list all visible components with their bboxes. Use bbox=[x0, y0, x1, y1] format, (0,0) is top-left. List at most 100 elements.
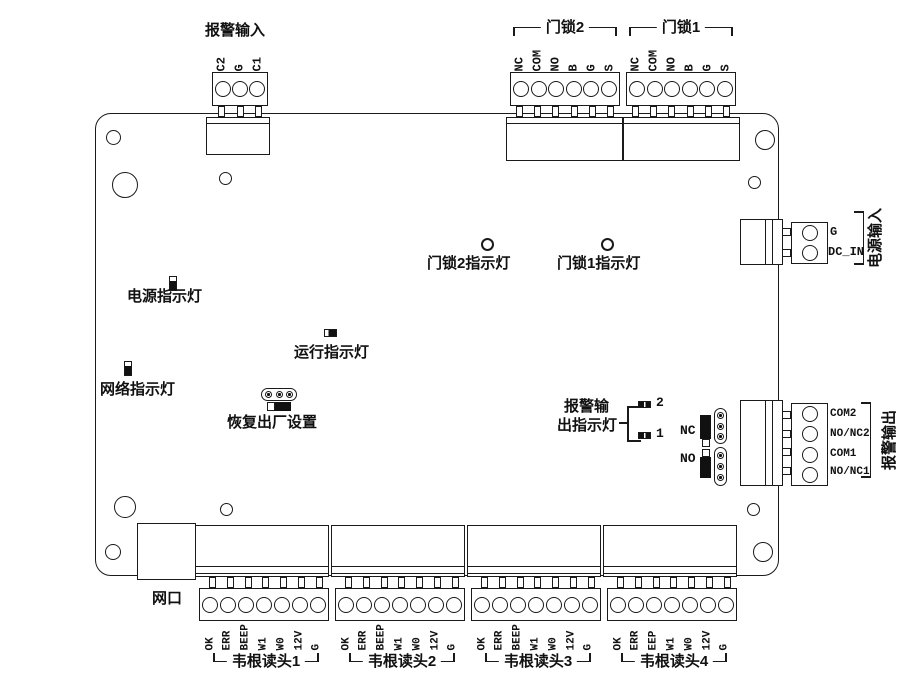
pin-label-no-nc1: NO/NC1 bbox=[830, 466, 870, 478]
door-lock-1-pins bbox=[627, 106, 735, 118]
jumper-cap-open bbox=[267, 402, 275, 411]
door-lock-2-led-label: 门锁2指示灯 bbox=[427, 255, 511, 272]
terminal-pin bbox=[782, 429, 791, 438]
terminal-hole bbox=[202, 596, 218, 613]
jumper-pin-dot bbox=[265, 391, 273, 398]
wiegand-1-label: 韦根读头1 bbox=[226, 653, 306, 671]
pin-label-nc: NC bbox=[628, 57, 643, 72]
terminal-hole bbox=[238, 596, 254, 613]
terminal-pin bbox=[380, 577, 388, 588]
terminal-pin bbox=[686, 106, 694, 117]
pin-label-ok: OK bbox=[340, 637, 353, 651]
terminal-hole bbox=[699, 81, 716, 97]
terminal-pin bbox=[588, 106, 596, 117]
terminal-hole bbox=[610, 596, 626, 613]
terminal-hole bbox=[492, 596, 508, 613]
terminal-hole bbox=[700, 596, 716, 613]
terminal-hole bbox=[215, 81, 231, 97]
pin-label-no: NO bbox=[664, 57, 679, 72]
pin-label-w1: W1 bbox=[393, 637, 406, 651]
mounting-hole bbox=[114, 496, 136, 518]
terminal-pin bbox=[570, 577, 578, 588]
terminal-hole bbox=[718, 596, 734, 613]
terminal-hole bbox=[664, 596, 680, 613]
terminal-pin bbox=[704, 106, 712, 117]
network-port-label: 网口 bbox=[152, 590, 183, 607]
alarm-output-led-1 bbox=[638, 432, 651, 439]
mounting-hole bbox=[747, 503, 760, 516]
terminal-hole bbox=[600, 81, 617, 97]
pin-label-w1: W1 bbox=[529, 637, 542, 651]
jumper-cap-closed bbox=[700, 415, 711, 439]
terminal-hole bbox=[629, 81, 645, 97]
mounting-hole bbox=[219, 172, 232, 185]
door-lock-1-bracket: 门锁1 bbox=[629, 19, 733, 37]
terminal-hole bbox=[232, 81, 248, 97]
terminal-hole bbox=[310, 596, 326, 613]
door-lock-1-led bbox=[601, 238, 614, 251]
terminal-pin bbox=[534, 106, 542, 117]
pin-label-c1: C1 bbox=[250, 57, 265, 72]
terminal-hole bbox=[646, 81, 663, 97]
terminal-pin bbox=[226, 577, 234, 588]
factory-reset-jumper-header bbox=[261, 388, 297, 401]
jumper-pin-dot bbox=[285, 391, 293, 398]
terminal-pin bbox=[345, 577, 352, 588]
pin-label-s: S bbox=[718, 64, 733, 72]
terminal-pin bbox=[606, 106, 614, 117]
alarm-output-label: 报警输出 bbox=[881, 410, 898, 471]
terminal-hole bbox=[392, 596, 408, 613]
door-lock-1-led-label: 门锁1指示灯 bbox=[557, 255, 641, 272]
alarm-input-pins bbox=[213, 106, 267, 118]
terminal-hole bbox=[256, 596, 272, 613]
terminal-hole bbox=[801, 245, 818, 261]
no-jumper-header bbox=[714, 447, 727, 486]
terminal-pin bbox=[498, 577, 506, 588]
jumper-pin-dot bbox=[717, 452, 724, 459]
terminal-pin bbox=[434, 577, 442, 588]
pin-label-beep: BEEP bbox=[511, 624, 524, 651]
jumper-pin-dot bbox=[717, 463, 724, 470]
indicator-bracket-line bbox=[627, 406, 629, 442]
door-lock-2-label: 门锁2 bbox=[540, 19, 590, 37]
pin-label-g: G bbox=[232, 64, 247, 72]
terminal-pin bbox=[650, 106, 658, 117]
alarm-input-terminal-block bbox=[212, 72, 268, 106]
jumper-pin-dot bbox=[717, 422, 724, 430]
alarm-input-connector-body bbox=[206, 117, 270, 155]
no-jumper-cap bbox=[700, 449, 711, 478]
wiegand-2-label: 韦根读头2 bbox=[362, 653, 442, 671]
terminal-hole bbox=[274, 596, 290, 613]
alarm-output-pins bbox=[782, 409, 791, 477]
alarm-output-led-1-label: 1 bbox=[656, 426, 664, 441]
terminal-hole bbox=[546, 596, 562, 613]
terminal-hole bbox=[628, 596, 644, 613]
pin-label-g: G bbox=[446, 643, 459, 651]
pin-label-com1: COM1 bbox=[830, 448, 857, 460]
terminal-hole bbox=[582, 596, 598, 613]
terminal-pin bbox=[688, 577, 696, 588]
wiegand-1-bracket: 韦根读头1 bbox=[213, 653, 319, 671]
pin-label-12v: 12V bbox=[565, 630, 578, 651]
pin-label-ok: OK bbox=[612, 637, 625, 651]
jumper-cap-open bbox=[701, 439, 710, 447]
wiegand-1-connector-body bbox=[195, 525, 329, 577]
terminal-pin bbox=[315, 577, 323, 588]
terminal-pin bbox=[782, 448, 791, 457]
nc-jumper-header bbox=[714, 408, 727, 444]
pin-label-g: G bbox=[584, 64, 599, 72]
pin-label-12v: 12V bbox=[293, 630, 306, 651]
pin-label-12v: 12V bbox=[701, 630, 714, 651]
jumper-no-label: NO bbox=[680, 451, 696, 466]
wiegand-2-bracket: 韦根读头2 bbox=[349, 653, 455, 671]
run-led bbox=[324, 329, 337, 337]
network-led bbox=[124, 361, 132, 376]
jumper-cap-closed bbox=[700, 457, 711, 478]
power-led bbox=[169, 276, 177, 291]
nc-jumper-cap bbox=[700, 415, 711, 447]
terminal-hole bbox=[249, 81, 265, 97]
pin-label-ok: OK bbox=[476, 637, 489, 651]
pin-label-s: S bbox=[602, 64, 617, 72]
jumper-pin-dot bbox=[717, 432, 724, 440]
